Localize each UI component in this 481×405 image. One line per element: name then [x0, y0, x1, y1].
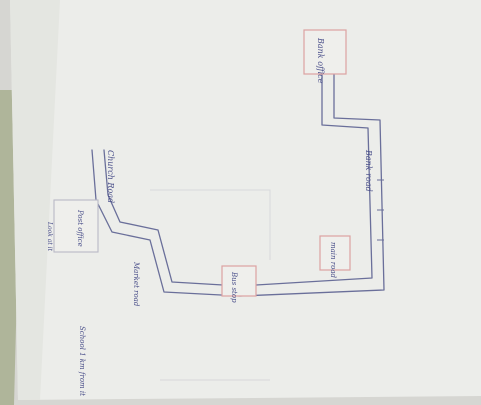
note-bottom-left: School 1 km from it	[78, 326, 86, 396]
box-bus-stop: Bus stop	[221, 265, 257, 303]
box-bank-office-label: Bank office	[316, 37, 325, 84]
box-post-office: Post office	[53, 199, 99, 253]
note-left: Look at it	[46, 221, 53, 252]
box-post-office-label: Post office	[76, 209, 84, 247]
faint-marks	[150, 189, 271, 381]
road-label-right: Bank road	[364, 149, 373, 192]
box-bus-stop-label: Bus stop	[230, 271, 238, 303]
paper-sheet	[10, 0, 481, 400]
road-network	[91, 69, 385, 297]
paper-shadow	[10, 0, 60, 400]
box-bank-office: Bank office	[303, 29, 347, 84]
road-label-bottom: Market road	[132, 261, 140, 307]
box-main-road: main road	[319, 235, 351, 279]
road-right-ticks	[377, 179, 384, 241]
road-label-left: Church Road	[106, 150, 115, 203]
box-main-road-label: main road	[329, 242, 337, 279]
